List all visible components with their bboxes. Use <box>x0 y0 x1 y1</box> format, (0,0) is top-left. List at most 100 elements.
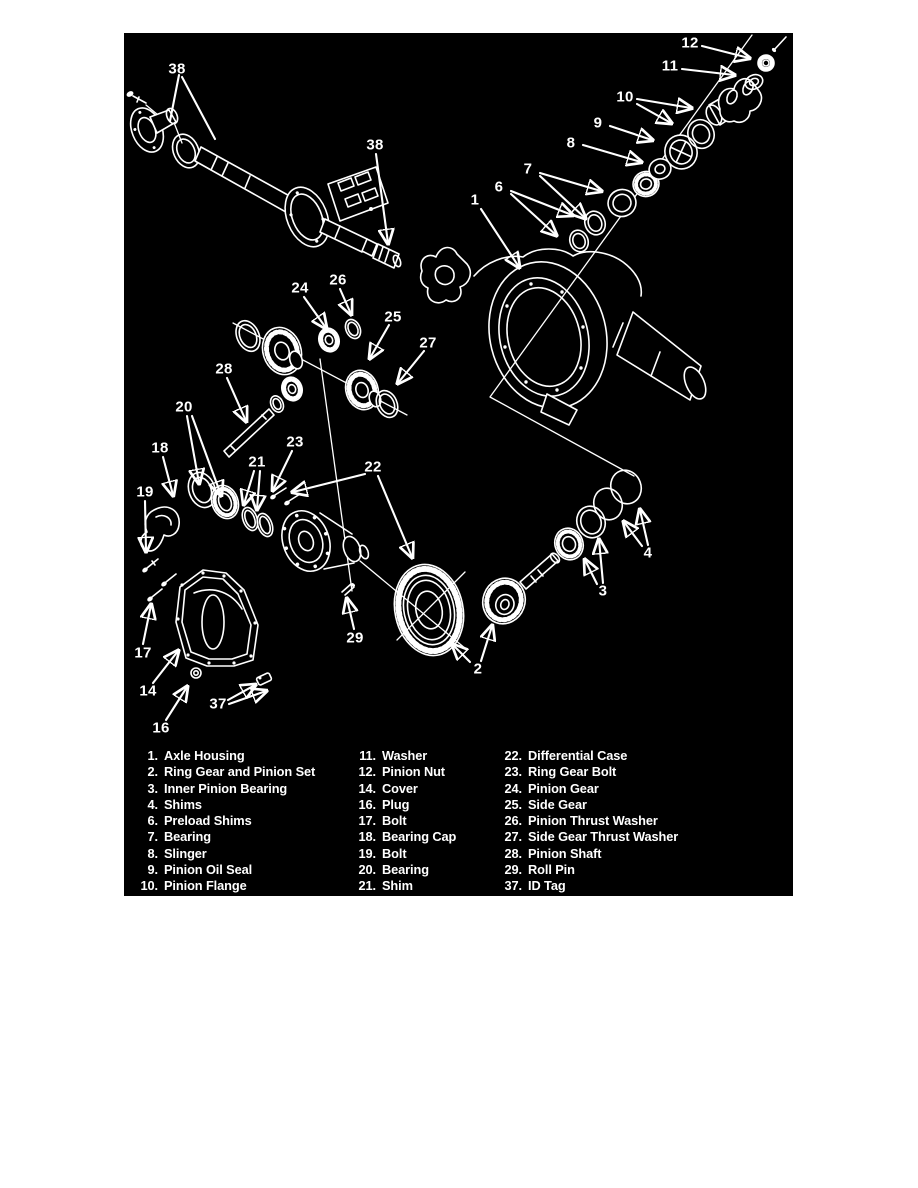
legend-row: 16. Plug <box>350 797 456 813</box>
legend-item-label: Side Gear <box>528 796 587 812</box>
legend-item-label: Axle Housing <box>164 748 245 763</box>
legend-item-number: 25. <box>504 796 523 812</box>
legend-item-number: 14. <box>358 780 377 796</box>
legend-item-label: Pinion Thrust Washer <box>528 813 658 829</box>
legend-item-number: 11. <box>359 748 376 763</box>
callout-29: 29 <box>346 629 364 647</box>
callout-17: 17 <box>134 644 152 662</box>
callout-37: 37 <box>209 695 227 713</box>
legend-item-label: Inner Pinion Bearing <box>164 780 288 796</box>
callout-8: 8 <box>566 134 576 152</box>
legend-item-number: 26. <box>504 813 523 829</box>
callout-4: 4 <box>643 544 653 562</box>
legend-row: 10.Pinion Flange <box>132 878 315 894</box>
legend-item-number: 7. <box>147 829 159 845</box>
callout-3: 3 <box>598 582 608 600</box>
legend-item-number: 16. <box>358 796 377 812</box>
legend-item-number: 20. <box>358 862 377 878</box>
legend-item-label: Ring Gear Bolt <box>528 764 617 780</box>
legend-item-label: Bolt <box>382 813 407 829</box>
legend-item-number: 6. <box>147 813 159 829</box>
callout-23: 23 <box>286 433 304 451</box>
legend-row: 20.Bearing <box>350 862 456 878</box>
callout-1: 1 <box>470 191 480 209</box>
legend-item-label: ID Tag <box>528 878 566 894</box>
legend-row: 37. ID Tag <box>496 878 678 894</box>
callout-21: 21 <box>248 453 266 471</box>
legend-item-number: 4. <box>147 796 159 812</box>
callout-14: 14 <box>139 682 157 700</box>
legend-row: 8. Slinger <box>132 846 315 862</box>
legend-item-label: Bearing Cap <box>382 829 457 845</box>
legend-row: 29. Roll Pin <box>496 862 678 878</box>
legend-row: 25. Side Gear <box>496 797 678 813</box>
legend-row: 4.Shims <box>132 797 315 813</box>
legend-row: 14. Cover <box>350 781 456 797</box>
legend-row: 28. Pinion Shaft <box>496 846 678 862</box>
callout-16: 16 <box>152 719 170 737</box>
legend-row: 24. Pinion Gear <box>496 781 678 797</box>
legend-row: 18. Bearing Cap <box>350 829 457 845</box>
legend-item-label: Washer <box>382 748 428 763</box>
callout-28: 28 <box>215 360 233 378</box>
legend-row: 26. Pinion Thrust Washer <box>496 813 678 829</box>
legend-item-label: Pinion Oil Seal <box>164 862 253 878</box>
callout-2: 2 <box>473 660 483 678</box>
legend-item-label: Differential Case <box>528 748 628 763</box>
legend-item-label: Cover <box>382 780 418 796</box>
legend-item-number: 17. <box>358 813 377 829</box>
legend-row: 7. Bearing <box>132 829 315 845</box>
legend-item-number: 8. <box>147 845 159 861</box>
legend-row: 19. Bolt <box>350 846 456 862</box>
callout-18: 18 <box>151 439 169 457</box>
legend-item-number: 22. <box>504 748 523 763</box>
legend-item-number: 9. <box>147 862 159 878</box>
legend-row: 9. Pinion Oil Seal <box>132 862 315 878</box>
legend-item-number: 37. <box>504 878 523 894</box>
callout-10: 10 <box>616 88 634 106</box>
legend-item-number: 29. <box>504 862 523 878</box>
legend-item-label: Preload Shims <box>164 813 252 829</box>
legend-item-label: Pinion Nut <box>382 764 445 780</box>
legend-row: 27. Side Gear Thrust Washer <box>496 829 679 845</box>
exploded-diagram-art <box>126 34 787 722</box>
legend-item-number: 28. <box>504 845 523 861</box>
legend-row: 2.Ring Gear and Pinion Set <box>132 764 316 780</box>
legend-item-label: Pinion Shaft <box>528 845 602 861</box>
legend-row: 21. Shim <box>350 878 456 894</box>
legend-item-number: 24. <box>504 780 523 796</box>
callout-24: 24 <box>291 279 309 297</box>
legend-item-number: 18. <box>358 829 377 845</box>
legend-item-number: 21. <box>358 878 377 894</box>
legend-item-label: Roll Pin <box>528 862 575 878</box>
legend-item-label: Bolt <box>382 845 407 861</box>
legend-item-number: 1. <box>147 748 159 763</box>
callout-20: 20 <box>175 398 193 416</box>
callout-19: 19 <box>136 483 154 501</box>
legend-row: 1. Axle Housing <box>132 748 315 764</box>
callout-25: 25 <box>384 308 402 326</box>
legend-item-number: 3. <box>147 780 159 796</box>
legend-item-label: Slinger <box>164 845 207 861</box>
legend-item-label: Shim <box>382 878 413 894</box>
legend-item-label: Plug <box>382 796 410 812</box>
legend-item-number: 10. <box>140 878 159 894</box>
legend-item-number: 12. <box>358 764 377 780</box>
legend-item-label: Side Gear Thrust Washer <box>528 829 679 845</box>
callout-12: 12 <box>681 34 699 52</box>
legend-item-label: Pinion Gear <box>528 780 599 796</box>
callout-11: 11 <box>661 57 679 75</box>
callout-9: 9 <box>593 114 603 132</box>
callout-7: 7 <box>523 160 533 178</box>
callout-38: 38 <box>168 60 186 78</box>
legend-item-number: 19. <box>358 845 377 861</box>
legend-item-label: Bearing <box>164 829 211 845</box>
callout-26: 26 <box>329 271 347 289</box>
legend-item-number: 27. <box>504 829 523 845</box>
legend-row: 3. Inner Pinion Bearing <box>132 781 315 797</box>
